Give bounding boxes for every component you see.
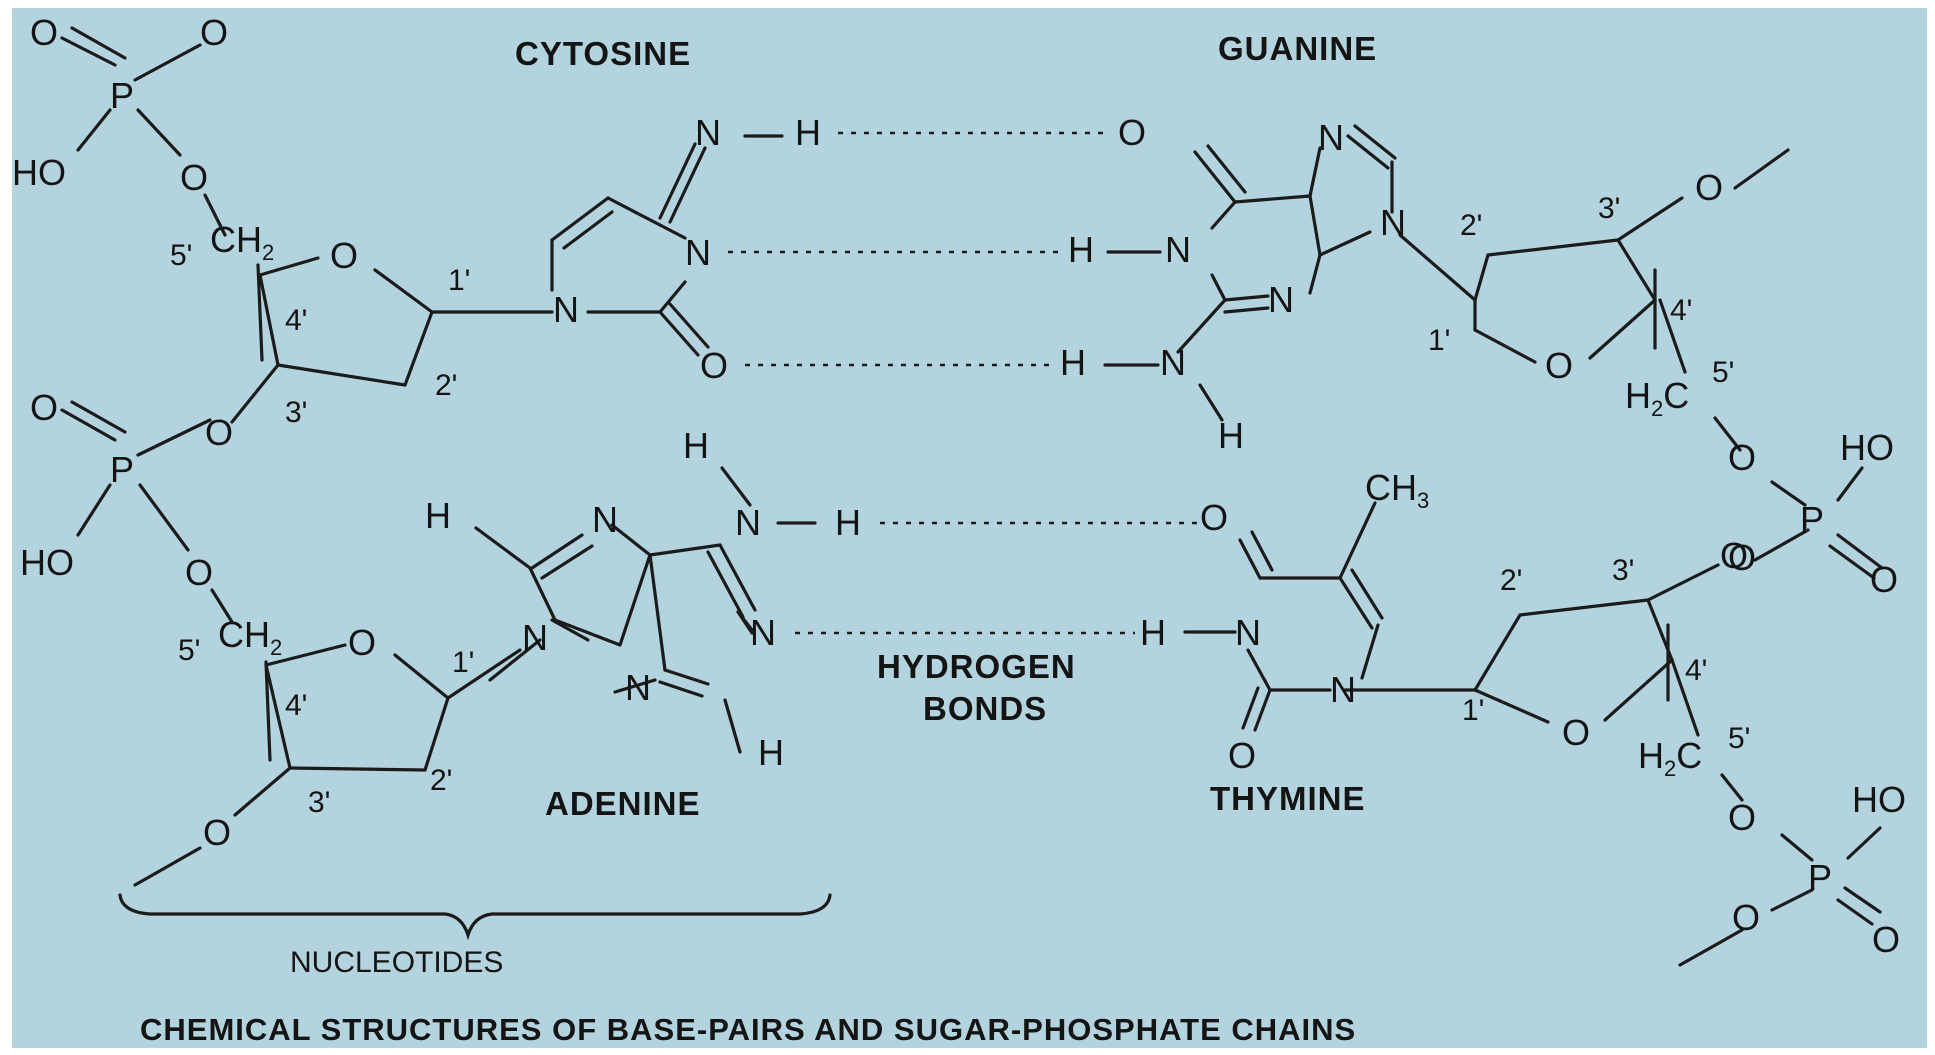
label-3prime: 3' xyxy=(1612,554,1634,587)
atom-o: O xyxy=(1870,559,1898,600)
atom-ho: HO xyxy=(12,152,66,193)
label-4prime: 4' xyxy=(285,689,307,722)
label-nucleotides: NUCLEOTIDES xyxy=(290,946,503,979)
atom-n: N xyxy=(750,612,776,653)
label-1prime: 1' xyxy=(1428,324,1450,357)
label-5prime: 5' xyxy=(1712,356,1734,389)
atom-n: N xyxy=(1165,229,1191,270)
atom-p: P xyxy=(1808,857,1832,898)
atom-h: H xyxy=(758,732,784,773)
label-2prime: 2' xyxy=(430,764,452,797)
atom-p: P xyxy=(110,449,134,490)
atom-o: O xyxy=(1872,919,1900,960)
atom-n: N xyxy=(1330,669,1356,710)
atom-o-ring: O xyxy=(330,235,358,276)
label-3prime: 3' xyxy=(1598,192,1620,225)
label-cytosine: CYTOSINE xyxy=(515,35,691,72)
label-hydrogen-bonds-line1: HYDROGEN xyxy=(877,648,1076,685)
label-4prime: 4' xyxy=(285,304,307,337)
atom-ho: HO xyxy=(1852,779,1906,820)
label-2prime: 2' xyxy=(1500,564,1522,597)
atom-n: N xyxy=(735,502,761,543)
bond-lines xyxy=(60,26,1884,967)
atom-n: N xyxy=(522,617,548,658)
atom-n: N xyxy=(1318,117,1344,158)
atom-n: N xyxy=(553,289,579,330)
label-5prime: 5' xyxy=(178,634,200,667)
atom-h: H xyxy=(683,425,709,466)
label-5prime: 5' xyxy=(170,239,192,272)
label-guanine: GUANINE xyxy=(1218,30,1377,67)
atom-ch2: CH2 xyxy=(218,614,282,660)
atom-o: O xyxy=(30,12,58,53)
atom-o: O xyxy=(1228,735,1256,776)
label-3prime: 3' xyxy=(285,396,307,429)
atom-o: O xyxy=(1720,535,1748,576)
atom-h2c: H2C xyxy=(1625,375,1689,421)
label-1prime: 1' xyxy=(448,264,470,297)
atom-h: H xyxy=(1140,612,1166,653)
atom-n: N xyxy=(1380,202,1406,243)
atom-o: O xyxy=(1732,897,1760,938)
atom-n: N xyxy=(1160,342,1186,383)
label-1prime: 1' xyxy=(452,646,474,679)
atom-o-ring: O xyxy=(348,622,376,663)
atom-ch2: CH2 xyxy=(210,219,274,265)
atom-h: H xyxy=(1218,415,1244,456)
atom-n: N xyxy=(685,232,711,273)
atom-o: O xyxy=(205,412,233,453)
atom-o: O xyxy=(1200,497,1228,538)
atom-h: H xyxy=(1060,342,1086,383)
atom-o: O xyxy=(30,387,58,428)
atom-labels: O O P HO O 5' CH2 O 1' 4' 2' 3' O O P HO… xyxy=(12,12,1906,960)
figure-caption: CHEMICAL STRUCTURES OF BASE-PAIRS AND SU… xyxy=(140,1012,1356,1047)
atom-o-ring: O xyxy=(1562,712,1590,753)
label-4prime: 4' xyxy=(1670,294,1692,327)
label-3prime: 3' xyxy=(308,786,330,819)
atom-n: N xyxy=(625,667,651,708)
label-5prime: 5' xyxy=(1728,722,1750,755)
atom-h: H xyxy=(795,112,821,153)
label-thymine: THYMINE xyxy=(1210,780,1366,817)
atom-o: O xyxy=(185,552,213,593)
atom-o: O xyxy=(1728,537,1756,578)
diagram-background xyxy=(12,8,1927,1048)
atom-o: O xyxy=(180,157,208,198)
atom-ch3: CH3 xyxy=(1365,467,1429,513)
label-hydrogen-bonds-line2: BONDS xyxy=(923,690,1047,727)
label-2prime: 2' xyxy=(1460,209,1482,242)
atom-h: H xyxy=(425,495,451,536)
atom-h: H xyxy=(835,502,861,543)
atom-o: O xyxy=(1695,167,1723,208)
atom-p: P xyxy=(1800,499,1824,540)
atom-o: O xyxy=(1728,437,1756,478)
atom-n: N xyxy=(1268,279,1294,320)
atom-o: O xyxy=(1118,112,1146,153)
atom-h: H xyxy=(1068,229,1094,270)
label-adenine: ADENINE xyxy=(545,785,701,822)
atom-o: O xyxy=(1728,797,1756,838)
atom-o: O xyxy=(200,12,228,53)
atom-p: P xyxy=(110,75,134,116)
atom-o: O xyxy=(203,812,231,853)
atom-ho: HO xyxy=(1840,427,1894,468)
atom-o: O xyxy=(700,345,728,386)
label-4prime: 4' xyxy=(1685,654,1707,687)
atom-n: N xyxy=(592,499,618,540)
atom-o-ring: O xyxy=(1545,345,1573,386)
label-2prime: 2' xyxy=(435,369,457,402)
atom-ho: HO xyxy=(20,542,74,583)
atom-n: N xyxy=(695,112,721,153)
atom-n: N xyxy=(1235,612,1261,653)
atom-h2c: H2C xyxy=(1638,735,1702,781)
label-1prime: 1' xyxy=(1462,694,1484,727)
